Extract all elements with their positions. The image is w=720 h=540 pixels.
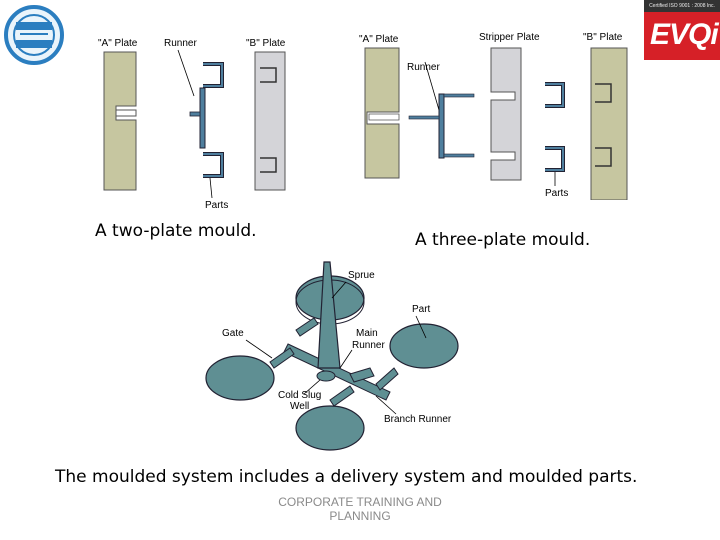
footer: CORPORATE TRAINING AND PLANNING <box>250 495 470 523</box>
part-disc-right <box>389 323 459 369</box>
gate-label: Gate <box>222 328 244 339</box>
a-plate <box>103 51 137 191</box>
brand-text: EVQi <box>650 18 719 51</box>
footer-line-2: PLANNING <box>329 509 391 523</box>
part-label: Part <box>412 304 431 315</box>
cipet-logo <box>4 5 64 65</box>
parts-label: Parts <box>205 200 228 211</box>
cold-slug-well <box>316 370 336 382</box>
brand-logo: EVQi <box>644 12 720 60</box>
part-upper <box>545 82 565 108</box>
main-runner-label-1: Main <box>356 328 378 339</box>
three-plate-caption: A three-plate mould. <box>415 230 591 250</box>
part-upper <box>203 62 224 88</box>
runner-part <box>199 87 206 149</box>
b-plate <box>254 51 286 191</box>
certification-text: Certified ISO 9001 : 2008 Inc. <box>644 0 720 12</box>
moulded-system-diagram: Sprue Part Gate Main Runner Cold Slug We… <box>205 261 459 451</box>
a-plate <box>364 47 400 179</box>
main-runner-label-2: Runner <box>352 340 385 351</box>
cold-slug-label-2: Well <box>290 401 309 412</box>
parts-label: Parts <box>545 188 568 199</box>
branch-runner <box>349 367 375 383</box>
b-plate <box>590 47 628 200</box>
footer-line-1: CORPORATE TRAINING AND <box>278 495 442 509</box>
two-plate-mould-diagram: "A" Plate Runner "B" Plate Parts <box>98 38 286 211</box>
part-disc-left <box>205 355 275 401</box>
part-lower <box>203 152 224 178</box>
a-plate-label: "A" Plate <box>98 38 138 49</box>
stripper-plate <box>490 47 522 181</box>
branch-runner-label: Branch Runner <box>384 414 452 425</box>
runner-label: Runner <box>164 38 197 49</box>
part-disc-bottom <box>295 405 365 451</box>
two-plate-caption: A two-plate mould. <box>95 221 257 241</box>
runner-part <box>438 93 445 159</box>
part-lower <box>545 146 565 172</box>
three-plate-mould-diagram: "A" Plate Stripper Plate "B" Plate Runne… <box>359 32 628 200</box>
sprue-label: Sprue <box>348 270 375 281</box>
b-plate-label: "B" Plate <box>246 38 286 49</box>
a-plate-label: "A" Plate <box>359 34 399 45</box>
summary-text: The moulded system includes a delivery s… <box>55 467 638 487</box>
cold-slug-label-1: Cold Slug <box>278 390 321 401</box>
evqi-badge: Certified ISO 9001 : 2008 Inc. EVQi <box>644 0 720 60</box>
stripper-plate-label: Stripper Plate <box>479 32 540 43</box>
runner-label: Runner <box>407 62 440 73</box>
b-plate-label: "B" Plate <box>583 32 623 43</box>
